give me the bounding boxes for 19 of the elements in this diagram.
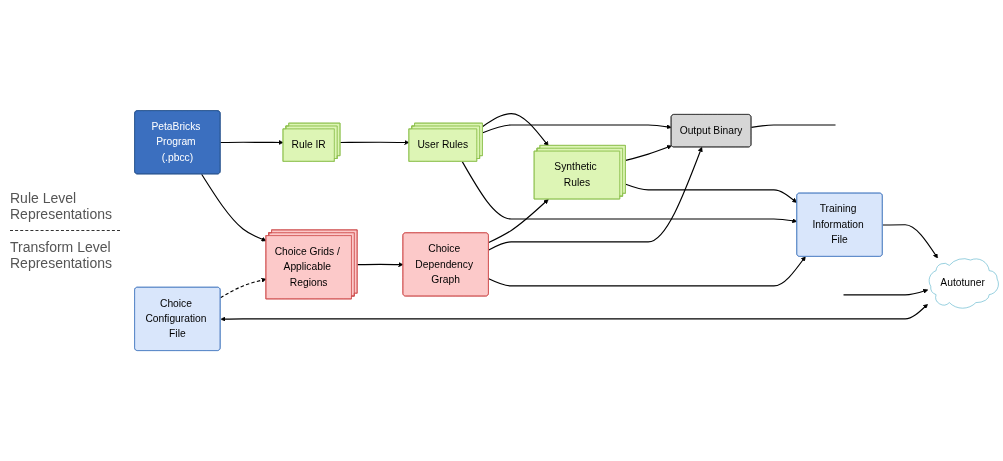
arrow [488, 146, 703, 251]
connector [750, 124, 837, 128]
arrow [201, 173, 267, 242]
arrow [482, 112, 549, 147]
arrow [625, 144, 672, 161]
section-label: Transform Level Representations [10, 239, 113, 271]
arrow [356, 262, 404, 268]
arrow [488, 256, 806, 287]
arrow [461, 161, 798, 224]
arrow [482, 124, 672, 134]
arrow [625, 183, 797, 203]
arrow [488, 198, 549, 243]
arrow [339, 139, 410, 145]
arrow [219, 277, 267, 299]
arrow [220, 303, 928, 322]
section-label: Rule Level Representations [10, 190, 113, 222]
arrow [842, 288, 929, 296]
arrow [219, 139, 284, 145]
arrow [882, 224, 938, 259]
